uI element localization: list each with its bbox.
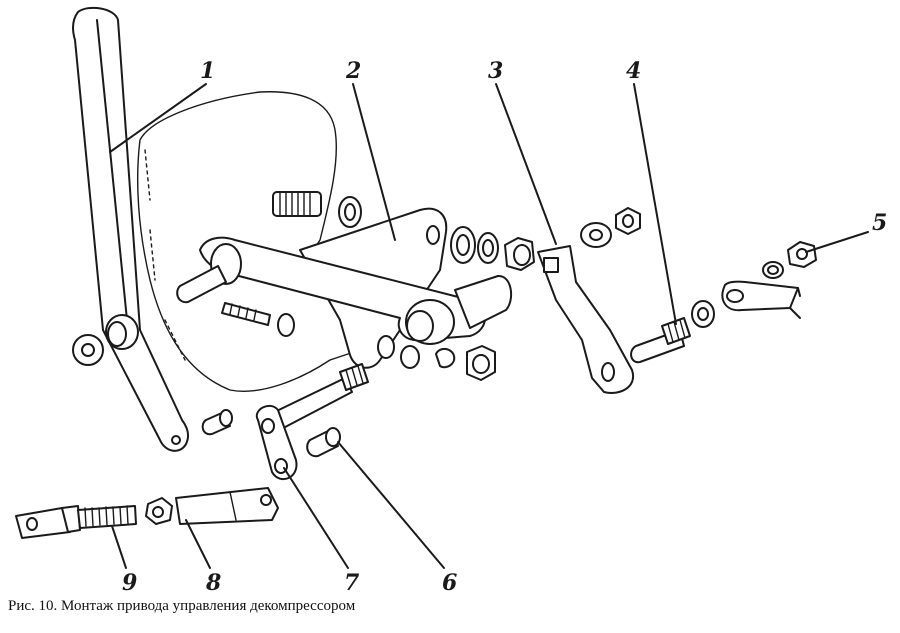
- lever-part-1: [72, 6, 190, 452]
- callout-7: 7: [344, 570, 360, 596]
- bracket-part-2: [176, 207, 513, 369]
- cylinder-head-hatch: [144, 149, 186, 361]
- lever-part-7: [255, 363, 369, 481]
- rod-end: [721, 280, 801, 319]
- callout-3: 3: [488, 58, 503, 84]
- callout-2: 2: [345, 58, 361, 84]
- link-part-8: [145, 487, 279, 525]
- stud-bolt: [272, 191, 362, 228]
- nut-part-5: [762, 241, 817, 279]
- bracket-part-3: [537, 207, 641, 394]
- callout-leaders: [109, 83, 869, 569]
- callout-6: 6: [442, 570, 457, 596]
- pin-part-6: [201, 409, 341, 458]
- figure-caption: Рис. 10. Монтаж привода управления деком…: [8, 598, 356, 614]
- pin-part-4: [630, 300, 715, 364]
- cylinder-head-outline: [137, 91, 361, 392]
- bracket-fasteners: [450, 226, 535, 381]
- callout-4: 4: [626, 58, 641, 84]
- callout-9: 9: [122, 570, 137, 596]
- callout-8: 8: [205, 570, 221, 596]
- callout-5: 5: [872, 210, 887, 236]
- fork-part-9: [15, 505, 137, 539]
- callout-1: 1: [200, 58, 215, 84]
